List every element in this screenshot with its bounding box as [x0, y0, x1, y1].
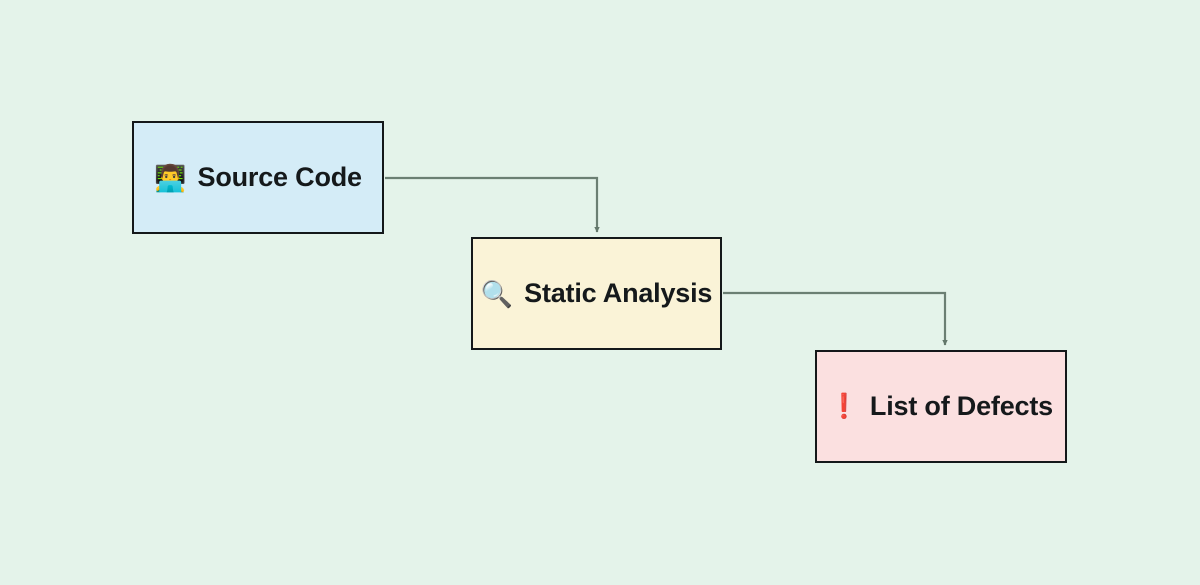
technologist-at-laptop-icon: 👨‍💻 [154, 162, 187, 193]
edge-source-code-to-static-analysis [385, 176, 600, 233]
edge-static-analysis-to-list-of-defects [723, 291, 948, 346]
node-static-analysis-content: 🔍 Static Analysis [480, 278, 713, 309]
red-exclamation-mark-icon: ❗ [829, 392, 859, 420]
node-list-of-defects[interactable]: ❗ List of Defects [815, 350, 1067, 463]
node-static-analysis-label: Static Analysis [524, 278, 713, 308]
node-list-of-defects-content: ❗ List of Defects [829, 393, 1053, 420]
magnifying-glass-icon: 🔍 [480, 278, 514, 309]
node-list-of-defects-label: List of Defects [869, 391, 1053, 421]
node-source-code-content: 👨‍💻 Source Code [154, 164, 362, 191]
node-static-analysis[interactable]: 🔍 Static Analysis [471, 237, 722, 350]
node-source-code-label: Source Code [197, 162, 363, 192]
node-source-code[interactable]: 👨‍💻 Source Code [132, 121, 384, 234]
